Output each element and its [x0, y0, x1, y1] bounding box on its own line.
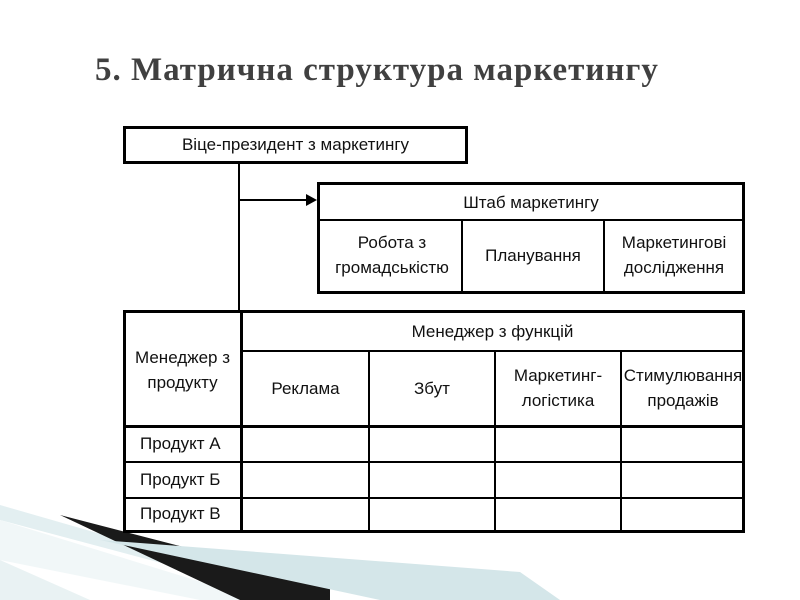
row-label-product-b: Продукт Б — [126, 463, 240, 497]
vice-president-box: Віце-президент з маркетингу — [123, 126, 468, 164]
vice-president-label: Віце-президент з маркетингу — [126, 129, 465, 161]
function-manager-header: Менеджер з функцій — [243, 313, 742, 351]
matrix-col-divider — [620, 351, 622, 530]
staff-unit-public-relations: Робота з громадськістю — [330, 221, 454, 291]
matrix-col-divider — [494, 351, 496, 530]
staff-unit-marketing-research: Маркетингові дослідження — [610, 221, 738, 291]
marketing-staff-box: Штаб маркетингу Робота з громадськістю П… — [317, 182, 745, 294]
column-header-sales: Збут — [370, 353, 494, 425]
matrix-table: Менеджер з продукту Менеджер з функцій Р… — [123, 310, 745, 533]
product-manager-header: Менеджер з продукту — [130, 321, 235, 421]
column-header-marketing-logistics: Маркетинг-логістика — [496, 353, 620, 425]
row-label-product-a: Продукт А — [126, 428, 240, 461]
slide-title: 5. Матрична структура маркетингу — [95, 52, 785, 89]
staff-unit-planning: Планування — [463, 221, 603, 291]
vp-connector-line — [238, 164, 240, 312]
matrix-header-divider — [243, 350, 742, 352]
column-header-advertising: Реклама — [243, 353, 368, 425]
row-label-product-c: Продукт В — [126, 499, 240, 530]
staff-col-divider — [603, 221, 605, 291]
column-header-sales-promotion: Стимулювання продажів — [622, 353, 744, 425]
matrix-col-divider — [368, 351, 370, 530]
staff-connector-line — [238, 199, 308, 201]
marketing-staff-title: Штаб маркетингу — [320, 185, 742, 221]
staff-arrowhead — [306, 194, 317, 206]
